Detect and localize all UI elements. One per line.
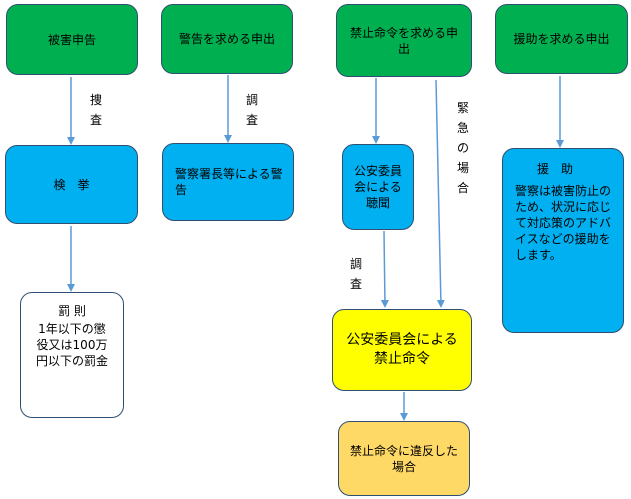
- penalty-body: 1年以下の懲役又は100万円以下の罰金: [35, 322, 108, 368]
- assistance-body: 警察は被害防止のため、状況に応じて対応策のアドバイスなどの援助をします。: [515, 184, 612, 262]
- police-warning-label: 警察署長等による警告: [175, 167, 283, 197]
- damage-report-box: 被害申告: [6, 4, 138, 75]
- warning-request-box: 警告を求める申出: [161, 4, 293, 74]
- warning-request-label: 警告を求める申出: [178, 32, 275, 46]
- assistance-box: 援 助 警察は被害防止のため、状況に応じて対応策のアドバイスなどの援助をします。: [502, 148, 624, 333]
- assistance-request-box: 援助を求める申出: [495, 4, 628, 74]
- assistance-request-label: 援助を求める申出: [513, 32, 610, 46]
- examination-label-2: 調査: [349, 257, 362, 291]
- prohibition-order-box: 公安委員会による禁止命令: [332, 309, 472, 391]
- violation-label: 禁止命令に違反した場合: [349, 443, 458, 474]
- hearing-label: 公安委員会による聴聞: [353, 164, 402, 210]
- order-request-box: 禁止命令を求める申出: [336, 4, 472, 77]
- penalty-title: 罰 則: [58, 304, 86, 318]
- assistance-title: 援 助: [536, 162, 573, 176]
- emergency-label: 緊急の場合: [456, 101, 469, 195]
- examination-label-1: 調査: [245, 93, 258, 127]
- police-warning-box: 警察署長等による警告: [162, 143, 294, 221]
- arrest-box: 検 挙: [5, 145, 138, 224]
- violation-box: 禁止命令に違反した場合: [338, 421, 470, 496]
- prohibition-order-label: 公安委員会による禁止命令: [346, 332, 458, 367]
- investigation-label: 捜査: [89, 93, 102, 127]
- order-request-label: 禁止命令を求める申出: [349, 25, 458, 56]
- damage-report-label: 被害申告: [47, 32, 96, 47]
- hearing-box: 公安委員会による聴聞: [342, 144, 414, 230]
- arrow-hearing-to-order: [380, 230, 389, 308]
- arrow-emergency-to-order: [435, 79, 445, 308]
- arrest-label: 検 挙: [53, 177, 90, 192]
- penalty-box: 罰 則 1年以下の懲役又は100万円以下の罰金: [20, 292, 124, 418]
